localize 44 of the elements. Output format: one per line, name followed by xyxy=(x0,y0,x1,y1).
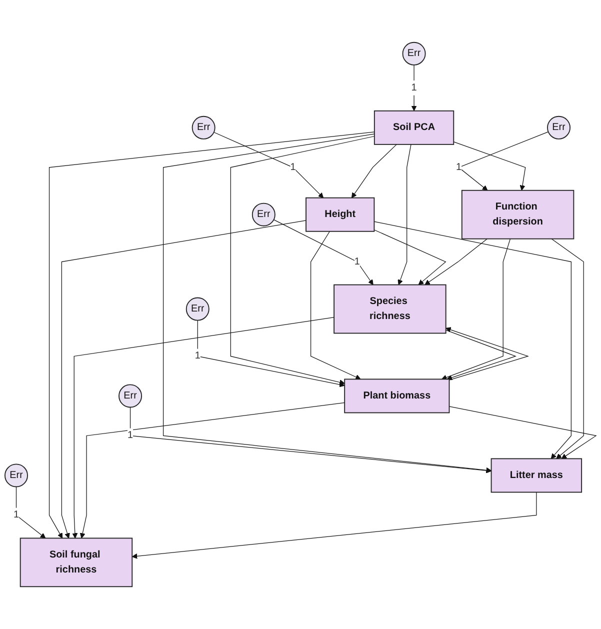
node-box: Soil PCA xyxy=(374,110,454,145)
arrow xyxy=(441,238,511,380)
arrow xyxy=(448,406,597,459)
node-box: Litter mass xyxy=(490,458,582,493)
edge-label: 1 xyxy=(290,162,296,172)
node-circle: Err xyxy=(186,297,210,321)
node-circle: Err xyxy=(118,384,142,408)
arrow xyxy=(424,238,488,286)
arrow xyxy=(374,230,446,286)
arrow xyxy=(197,320,345,388)
edge-label: 1 xyxy=(128,430,134,441)
arrow xyxy=(551,238,584,459)
arrow xyxy=(214,132,324,198)
node-circle: Err xyxy=(547,116,571,140)
arrow xyxy=(72,317,334,538)
arrow xyxy=(398,144,412,286)
arrow xyxy=(374,221,572,459)
edge-label: 1 xyxy=(411,82,417,93)
node-box: Height xyxy=(306,197,375,232)
node-circle: Err xyxy=(4,464,28,488)
arrow xyxy=(446,327,529,380)
edge-label: 1 xyxy=(456,162,462,172)
node-circle: Err xyxy=(402,42,426,66)
node-circle: Err xyxy=(252,202,276,226)
arrow xyxy=(61,220,306,538)
node-box: Function dispersion xyxy=(461,190,574,240)
arrow xyxy=(453,141,526,191)
arrow xyxy=(230,136,375,385)
node-box: Soil fungal richness xyxy=(20,538,133,588)
arrow xyxy=(310,231,361,380)
edge-label: 1 xyxy=(354,256,360,267)
arrow xyxy=(351,144,397,198)
node-box: Plant biomass xyxy=(344,378,450,414)
edge-label: 1 xyxy=(194,350,200,362)
arrow xyxy=(446,330,516,380)
arrow xyxy=(48,132,375,538)
edge-label: 1 xyxy=(13,510,20,520)
arrow xyxy=(162,134,492,473)
node-box: Species richness xyxy=(334,284,446,334)
arrow xyxy=(132,492,537,559)
arrow xyxy=(273,219,374,286)
arrow xyxy=(411,64,417,112)
node-circle: Err xyxy=(192,116,216,140)
arrow xyxy=(80,402,345,538)
